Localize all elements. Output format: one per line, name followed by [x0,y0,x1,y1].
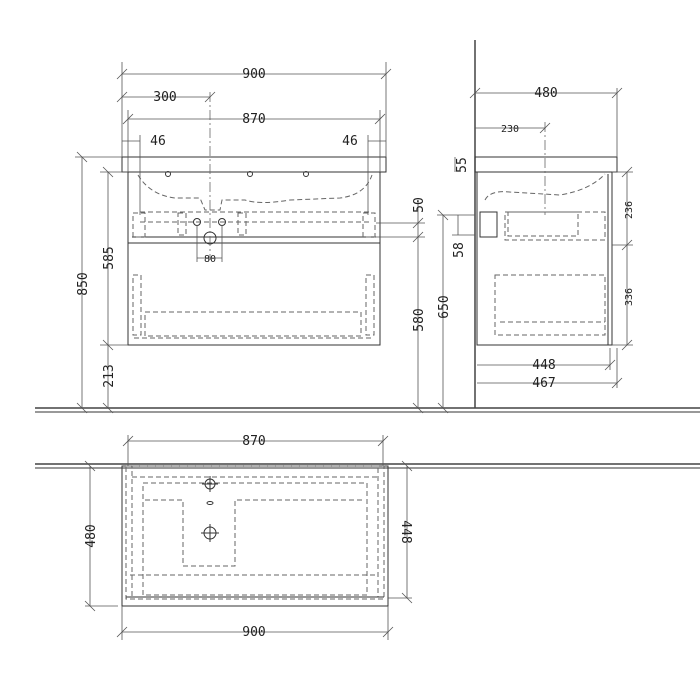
dimension-ticks [76,68,633,638]
dim-drain-height-high: 650 [437,295,452,318]
dim-top-cabinet-width: 870 [242,434,265,449]
siphon-bracket [479,211,498,238]
floor-line-front [35,407,700,413]
dim-side-offset-right: 46 [342,134,358,149]
top-view [121,465,389,607]
dim-top-thickness: 55 [455,157,470,173]
dim-cabinet-width: 870 [242,112,265,127]
countertop-top [121,465,389,607]
dim-lower-drawer: 336 [624,288,635,306]
dim-overall-width: 900 [242,67,265,82]
front-view [121,92,387,346]
dim-side-offset-left: 46 [150,134,166,149]
dim-basin-offset: 300 [153,90,176,105]
side-view [474,122,618,346]
cabinet-body [127,171,381,346]
dim-basin-center: 230 [501,124,519,135]
dim-drain-spacing: 80 [204,254,216,265]
dim-total-height: 850 [76,272,91,295]
dim-drain-height-low: 580 [412,308,427,331]
basin-outline [137,174,373,211]
dim-upper-drawer: 236 [624,201,635,219]
dim-side-depth: 480 [534,86,557,101]
dim-top-cabinet-depth: 448 [398,520,413,543]
dim-cabinet-depth: 448 [532,358,555,373]
cabinet-side [476,171,613,346]
dim-top-overall-width: 900 [242,625,265,640]
countertop-side [474,156,618,173]
dim-siphon-height: 58 [452,242,467,258]
dim-cabinet-depth-front: 467 [532,376,555,391]
dim-drain-gap: 50 [412,197,427,213]
countertop [121,156,387,173]
wall-line-top [35,463,700,469]
dim-top-overall-depth: 480 [84,524,99,547]
overflow-hole [206,501,214,505]
dim-cabinet-height: 585 [102,246,117,269]
dim-floor-clearance: 213 [102,364,117,387]
